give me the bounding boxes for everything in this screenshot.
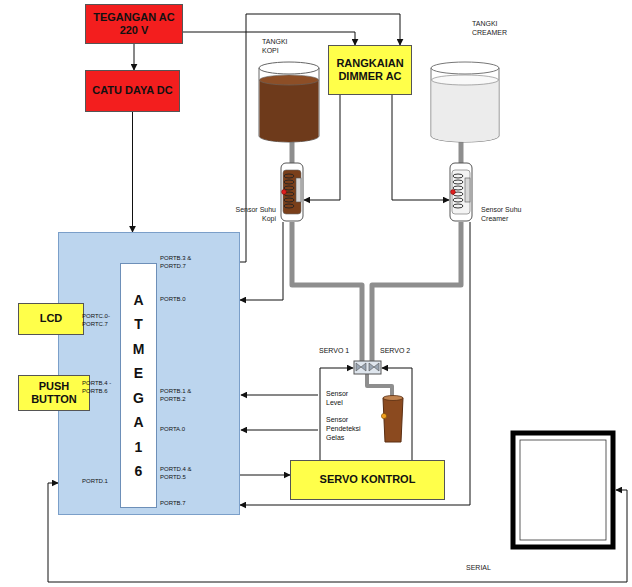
liquid-surface <box>260 75 319 85</box>
sensor-label: Sensor Level <box>326 389 356 407</box>
tank-rim <box>259 62 319 74</box>
port-label: PORTB.7 <box>160 500 196 508</box>
monitor-shape <box>510 430 616 550</box>
box-label: CATU DAYA DC <box>89 84 175 97</box>
chip-name: ATMEGA 16 <box>132 288 146 484</box>
coffee-pipe <box>292 222 362 362</box>
heater-body <box>450 163 472 221</box>
serial-monitor: SERIAL <box>510 430 616 550</box>
signal-connector <box>240 222 283 300</box>
tank-liquid <box>432 80 499 142</box>
level-sensor-wire <box>241 395 318 396</box>
tank-wall <box>431 68 499 142</box>
valve-symbol <box>356 363 379 371</box>
sensor-dot <box>282 190 287 195</box>
port-label: PORTC.0-PORTC.7 <box>82 313 118 329</box>
chip-strip: ATMEGA 16 <box>120 263 157 508</box>
box-label: RANGKAIAN DIMMER AC <box>329 57 411 83</box>
temperature-probe <box>296 178 301 202</box>
creamer-tank: TANGKI CREAMER <box>430 62 500 142</box>
heater-coil <box>284 204 294 208</box>
tank-wall <box>259 68 319 142</box>
power-supply-box: CATU DAYA DC <box>85 70 180 112</box>
sensor-dot <box>451 190 456 195</box>
liquid-surface <box>432 75 499 85</box>
heater-coil <box>453 180 463 184</box>
box-label: LCD <box>37 312 66 325</box>
glass-cup <box>383 398 403 442</box>
signal-connector <box>132 112 133 232</box>
outlet-pipe <box>367 374 392 396</box>
heater-coil <box>284 198 294 202</box>
valve-body <box>354 361 381 374</box>
coffee-heater-sensor: Sensor Suhu Kopi <box>280 162 304 222</box>
port-label: PORTD.4 & PORTD.5 <box>160 466 196 482</box>
heater-coil <box>284 186 294 190</box>
heater-coil <box>453 204 463 208</box>
port-label: PORTB.1 & PORTB.2 <box>160 388 196 404</box>
servo-label: SERVO 1 <box>319 346 353 355</box>
servo-2-wire <box>382 368 412 460</box>
pipe-connector <box>290 140 295 163</box>
box-label: TEGANGAN AC 220 V <box>86 11 182 37</box>
signal-wires <box>241 368 412 460</box>
signal-connector <box>240 222 470 505</box>
level-sensor <box>381 413 386 418</box>
port-label: PORTA.0 <box>160 426 196 434</box>
node-heading: TANGKI KOPI <box>262 38 302 56</box>
heater-shape <box>280 162 304 222</box>
heater-coil <box>284 174 294 178</box>
tank-shape <box>430 62 500 142</box>
servo-label: SERVO 2 <box>380 346 414 355</box>
heater-coil <box>453 174 463 178</box>
pipe-connector <box>459 140 464 163</box>
servo-valve <box>354 361 381 374</box>
heater-body <box>281 163 303 221</box>
sensor-label: Sensor Pendeteksi Gelas <box>326 415 380 442</box>
servo-control-box: SERVO KONTROL <box>290 460 445 500</box>
tank-shape <box>258 62 320 142</box>
box-label: PUSH BUTTON <box>19 380 89 406</box>
glass <box>381 396 403 443</box>
node-heading: Sensor Suhu Kopi <box>230 206 276 224</box>
port-label: PORTB.3 & PORTD.7 <box>160 255 196 271</box>
heater-shape <box>449 162 473 222</box>
temperature-probe <box>465 178 470 202</box>
push-button-box: PUSH BUTTON <box>18 375 90 411</box>
box-label: SERVO KONTROL <box>317 473 419 486</box>
microcontroller: ATMEGA 16 <box>58 232 240 515</box>
power-source-box: TEGANGAN AC 220 V <box>85 4 183 44</box>
heater-coil <box>453 186 463 190</box>
monitor-frame <box>513 433 613 547</box>
signal-connector <box>134 44 135 70</box>
port-label: PORTD.1 <box>82 478 118 486</box>
tank-rim <box>431 62 499 74</box>
node-heading: Sensor Suhu Creamer <box>481 206 527 224</box>
dimmer-box: RANGKAIAN DIMMER AC <box>328 45 412 95</box>
port-label: PORTB.0 <box>160 296 196 304</box>
pipe <box>292 222 461 396</box>
glass-sensor-wire <box>241 430 318 431</box>
monitor-screen <box>520 440 606 540</box>
node-heading: SERIAL <box>466 564 506 573</box>
lcd-box: LCD <box>18 303 84 335</box>
creamer-pipe <box>372 222 461 362</box>
node-heading: TANGKI CREAMER <box>472 20 516 38</box>
coffee-tank: TANGKI KOPI <box>258 62 320 142</box>
heater-coil <box>284 180 294 184</box>
signal-connector <box>240 475 290 476</box>
creamer-heater-sensor: Sensor Suhu Creamer <box>449 162 473 222</box>
port-label: PORTB.4 - PORTB.6 <box>82 380 118 396</box>
glass-rim <box>383 396 403 401</box>
heater-coil <box>453 198 463 202</box>
servo-1-wire <box>320 368 353 460</box>
tank-liquid <box>260 80 319 142</box>
